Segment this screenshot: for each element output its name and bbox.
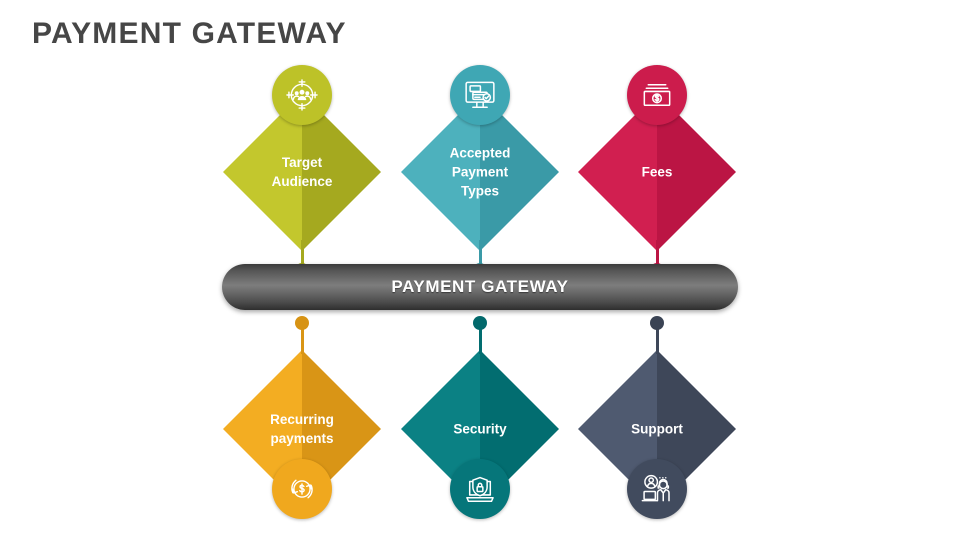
- laptop-shield-lock-icon: [461, 470, 499, 508]
- connector-dot: [650, 316, 664, 330]
- support-agent-icon: [637, 469, 677, 509]
- page-title: PAYMENT GATEWAY: [32, 17, 347, 50]
- connector-dot: [473, 316, 487, 330]
- connector-stem: [478, 324, 482, 354]
- center-bar[interactable]: PAYMENT GATEWAY: [222, 264, 738, 310]
- connector-stem: [655, 324, 659, 354]
- badge-fees[interactable]: [627, 65, 687, 125]
- connector-dot: [295, 316, 309, 330]
- badge-target-audience[interactable]: [272, 65, 332, 125]
- connector-stem: [655, 240, 659, 270]
- badge-accepted-payment-types[interactable]: [450, 65, 510, 125]
- recurring-coin-icon: [283, 470, 321, 508]
- badge-security[interactable]: [450, 459, 510, 519]
- connector-stem: [300, 324, 304, 354]
- banknotes-icon: [638, 76, 676, 114]
- badge-recurring-payments[interactable]: [272, 459, 332, 519]
- connector-stem: [478, 240, 482, 270]
- monitor-card-icon: [461, 76, 499, 114]
- center-bar-label: PAYMENT GATEWAY: [391, 277, 569, 296]
- connector-stem: [300, 240, 304, 270]
- badge-support[interactable]: [627, 459, 687, 519]
- target-audience-icon: [283, 76, 321, 114]
